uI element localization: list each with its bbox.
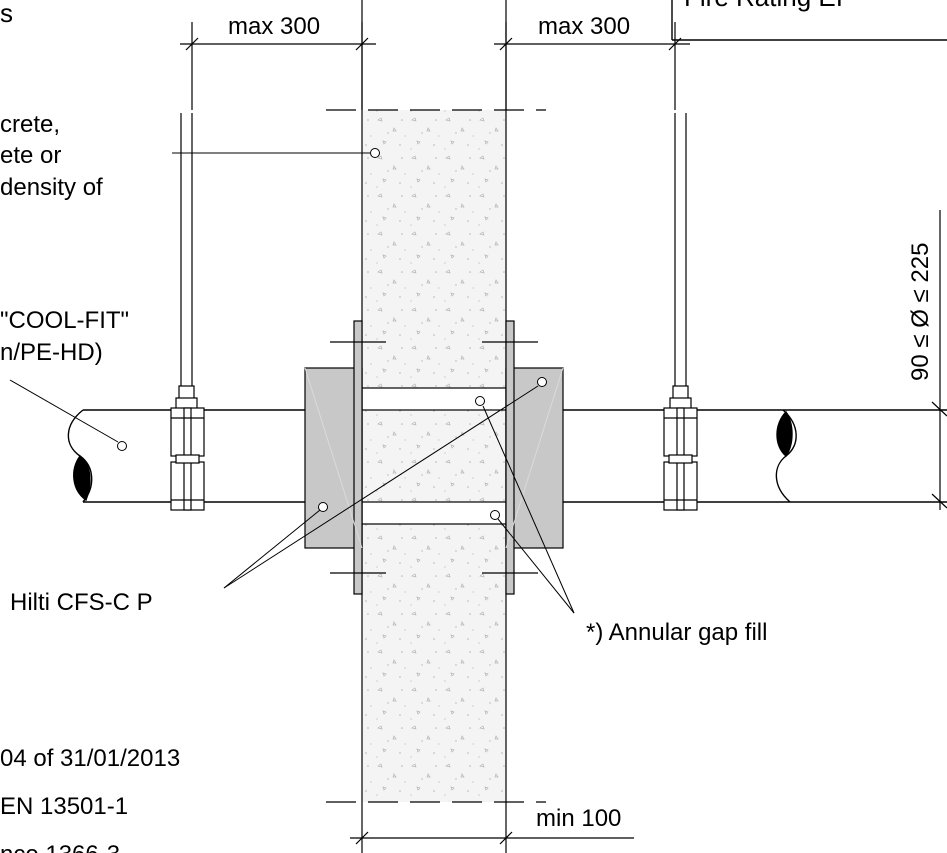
left-hanger <box>175 113 198 411</box>
footer-line-2: EN 13501-1 <box>0 793 128 820</box>
pipe-description-line-1: "COOL-FIT" <box>0 307 129 334</box>
wall-description-line-1: crete, <box>0 111 60 138</box>
left-spacing-dimension <box>180 22 376 110</box>
pipe-diameter-dimension <box>931 210 947 510</box>
left-pipe-clamp <box>170 407 205 511</box>
footer-line-3: nce 1366-3 <box>0 841 120 853</box>
title-fragment: Fire Rating EI <box>684 0 843 12</box>
right-pipe-clamp <box>663 407 698 511</box>
right-firestop-collar <box>482 320 564 595</box>
wall-thickness-label: min 100 <box>536 805 621 832</box>
title-box: Fire Rating EI <box>671 0 947 41</box>
wall-thickness-dimension <box>350 831 634 845</box>
top-text-fragment: s <box>0 0 13 28</box>
concrete-wall <box>326 0 546 853</box>
collar-label: Hilti CFS-C P <box>10 589 153 616</box>
pipe-description-line-2: n/PE-HD) <box>0 339 103 366</box>
right-spacing-label: max 300 <box>538 13 630 40</box>
wall-description-line-3: density of <box>0 174 103 201</box>
pipe-diameter-label: 90 ≤ Ø ≤ 225 <box>907 243 934 381</box>
annular-gap-label: *) Annular gap fill <box>586 619 767 646</box>
leader-lines <box>9 148 575 614</box>
left-spacing-label: max 300 <box>228 13 320 40</box>
footer-line-1: 04 of 31/01/2013 <box>0 745 180 772</box>
wall-description-line-2: ete or <box>0 142 61 169</box>
right-hanger <box>669 113 692 411</box>
